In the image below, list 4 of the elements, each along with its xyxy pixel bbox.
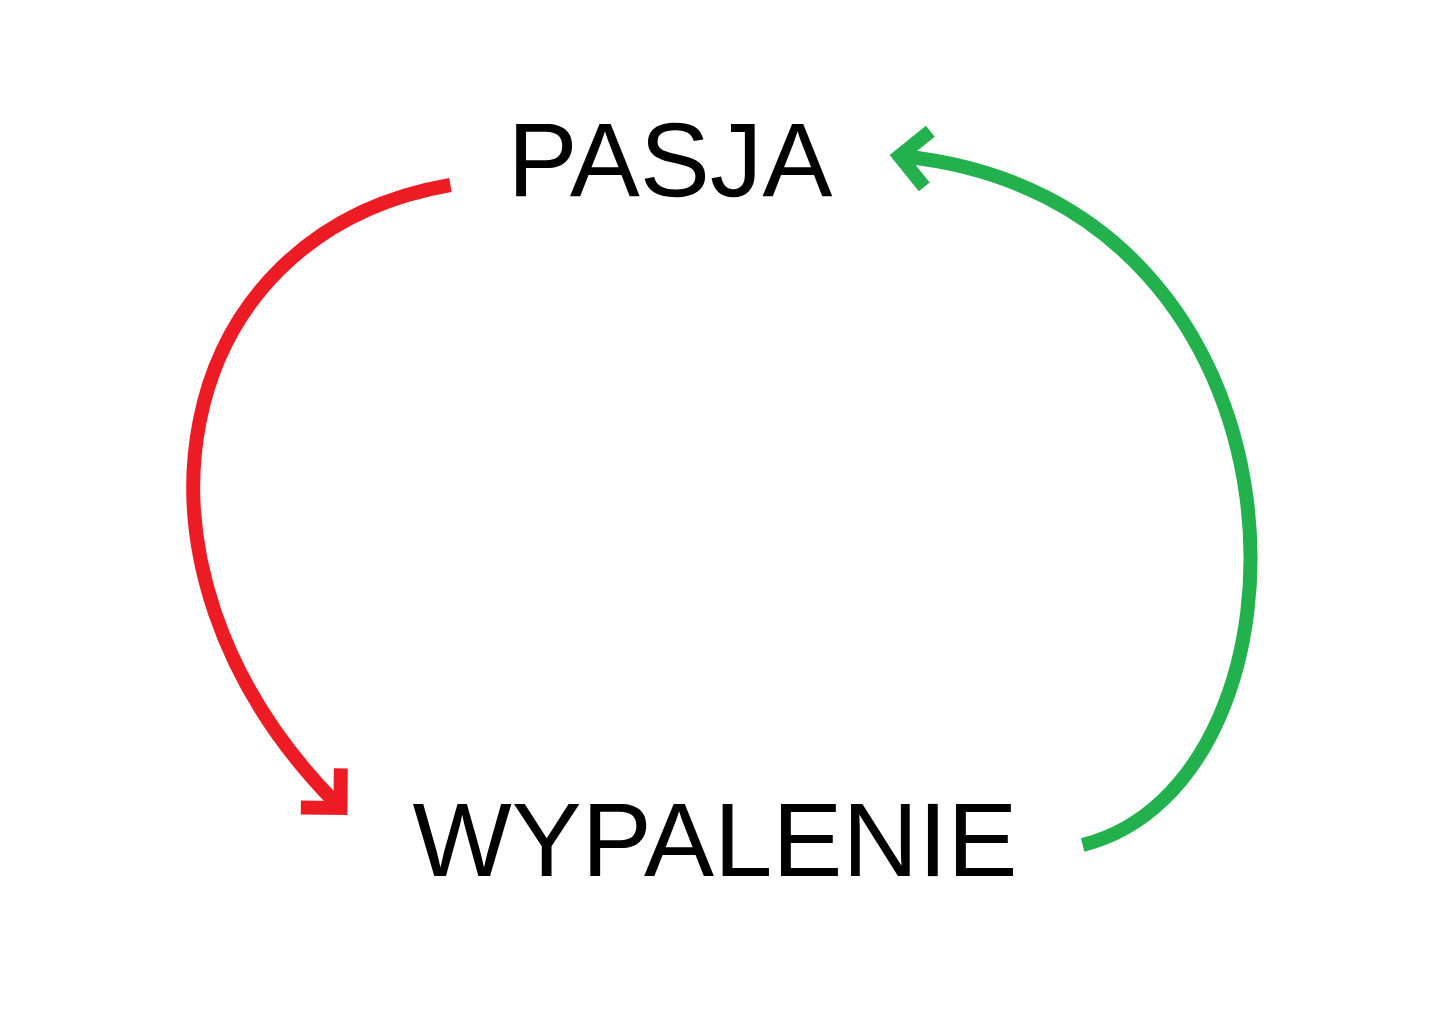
word-label: PASJA [516,122,833,198]
curved-arrow [186,178,453,815]
word-label: WYPALENIE [413,803,1013,877]
curved-arrow [889,125,1257,852]
